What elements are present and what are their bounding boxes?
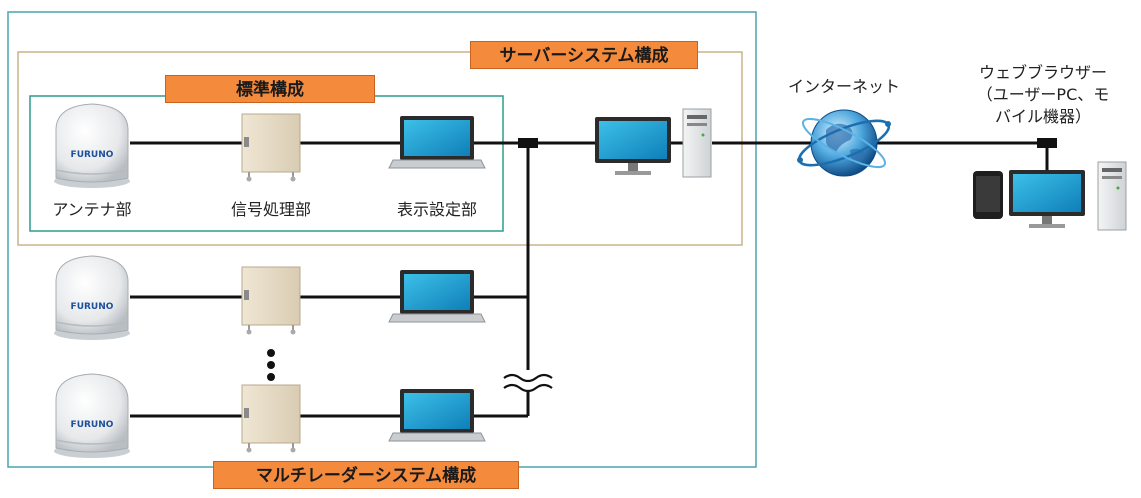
antenna-unit-2 <box>53 255 131 341</box>
server-system-label: サーバーシステム構成 <box>470 41 698 69</box>
smartphone-icon <box>973 171 1003 219</box>
web-browser-caption-line3: バイル機器） <box>994 107 1091 126</box>
antenna-unit-1 <box>53 103 131 189</box>
standard-config-label: 標準構成 <box>165 75 375 103</box>
signal-processor-unit-2 <box>241 266 301 336</box>
display-laptop-2 <box>388 269 486 323</box>
junction-lan <box>518 138 538 148</box>
signal-processor-unit-1 <box>241 113 301 183</box>
server-tower <box>682 108 712 178</box>
internet-globe-icon <box>797 109 891 177</box>
display-settings-caption: 表示設定部 <box>396 200 477 219</box>
junction-browser <box>1037 138 1057 148</box>
antenna-logo: FURUNO <box>71 150 114 160</box>
ellipsis-dots <box>267 349 275 381</box>
web-browser-caption: ウェブブラウザー （ユーザーPC、モ バイル機器） <box>948 62 1138 128</box>
antenna-logo: FURUNO <box>71 420 114 430</box>
user-pc-tower <box>1097 161 1127 231</box>
multi-radar-system-label: マルチレーダーシステム構成 <box>213 461 519 489</box>
antenna-unit-3 <box>53 373 131 459</box>
user-pc-monitor <box>1009 170 1085 228</box>
internet-caption: インターネット <box>787 77 900 96</box>
line-break-symbol <box>503 373 553 393</box>
signal-processor-unit-3 <box>241 384 301 454</box>
server-monitor <box>595 117 671 175</box>
antenna-logo: FURUNO <box>71 302 114 312</box>
server-system-frame <box>17 51 743 246</box>
web-browser-caption-line1: ウェブブラウザー <box>978 63 1107 82</box>
display-laptop-3 <box>388 388 486 442</box>
display-laptop-1 <box>388 115 486 169</box>
signal-processor-caption: 信号処理部 <box>230 200 311 219</box>
antenna-caption: アンテナ部 <box>52 200 132 219</box>
web-browser-caption-line2: （ユーザーPC、モ <box>976 85 1110 104</box>
